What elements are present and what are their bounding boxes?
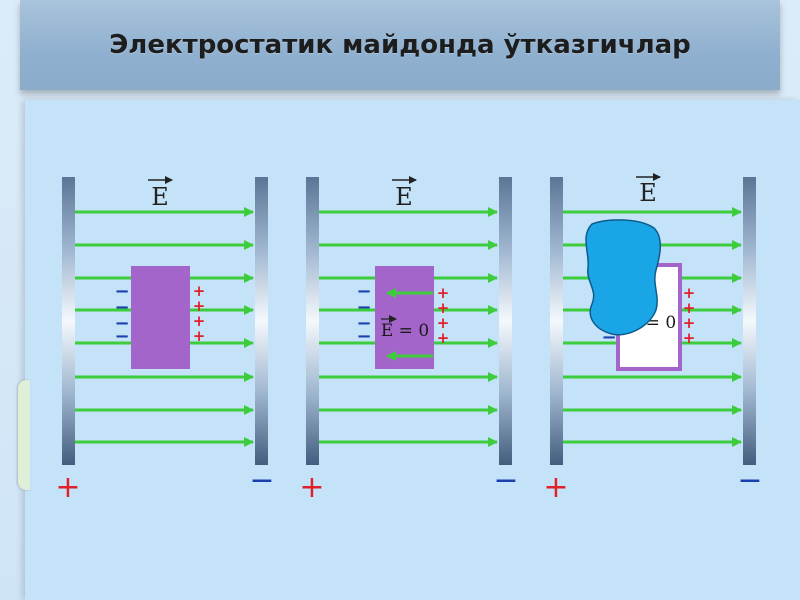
conductor-block — [375, 266, 434, 369]
plate-left — [306, 177, 319, 465]
svg-text:−: − — [356, 281, 371, 302]
plate-right-sign: − — [493, 463, 518, 498]
svg-text:−: − — [114, 313, 129, 334]
svg-text:−: − — [356, 297, 371, 318]
inner-field-label: E = 0 — [381, 315, 429, 341]
panel-2: E = 0 E − − − − + + + + + − — [299, 176, 519, 505]
svg-text:−: − — [114, 326, 129, 347]
svg-text:−: − — [114, 297, 129, 318]
field-vector-label: E — [636, 173, 661, 207]
induced-negative-charges: − − − − — [356, 281, 371, 347]
svg-text:+: + — [193, 282, 206, 300]
field-label: E — [151, 183, 169, 211]
field-label: E — [395, 183, 413, 211]
svg-text:+: + — [437, 299, 450, 317]
panel-3: E = 0 − + + + + E + − — [543, 173, 763, 505]
svg-text:+: + — [437, 329, 450, 347]
svg-text:+: + — [437, 284, 450, 302]
slide-title: Электростатик майдонда ўтказгичлар — [109, 30, 691, 60]
induced-negative-charges: − − − − — [114, 281, 129, 347]
svg-text:+: + — [683, 314, 696, 332]
svg-text:+: + — [193, 312, 206, 330]
plate-right — [499, 177, 512, 465]
svg-text:−: − — [356, 313, 371, 334]
plate-left — [550, 177, 563, 465]
inner-label: E = 0 — [381, 321, 429, 341]
svg-text:−: − — [356, 326, 371, 347]
plate-right-sign: − — [249, 463, 274, 498]
conductor-block — [131, 266, 190, 369]
svg-text:+: + — [437, 314, 450, 332]
induced-positive-charges: + + + + — [437, 284, 450, 347]
plate-left-sign: + — [299, 470, 324, 505]
svg-text:+: + — [683, 329, 696, 347]
plate-left — [62, 177, 75, 465]
plate-right — [255, 177, 268, 465]
plate-right-sign: − — [737, 463, 762, 498]
plate-left-sign: + — [543, 470, 568, 505]
induced-positive-charges: + + + + — [193, 282, 206, 345]
title-bar — [20, 0, 780, 90]
plate-right — [743, 177, 756, 465]
side-tab — [18, 380, 30, 490]
svg-text:+: + — [683, 299, 696, 317]
svg-text:+: + — [683, 284, 696, 302]
field-vector-label: E — [392, 176, 417, 211]
field-vector-label: E — [148, 176, 173, 211]
svg-text:+: + — [193, 327, 206, 345]
internal-field-lines — [386, 288, 433, 361]
svg-text:−: − — [114, 281, 129, 302]
charged-blob — [585, 219, 661, 336]
induced-positive-charges: + + + + — [683, 284, 696, 347]
panel-1: E − − − − + + + + + − — [55, 176, 275, 505]
field-label: E — [639, 179, 657, 207]
plate-left-sign: + — [55, 470, 80, 505]
svg-text:+: + — [193, 297, 206, 315]
